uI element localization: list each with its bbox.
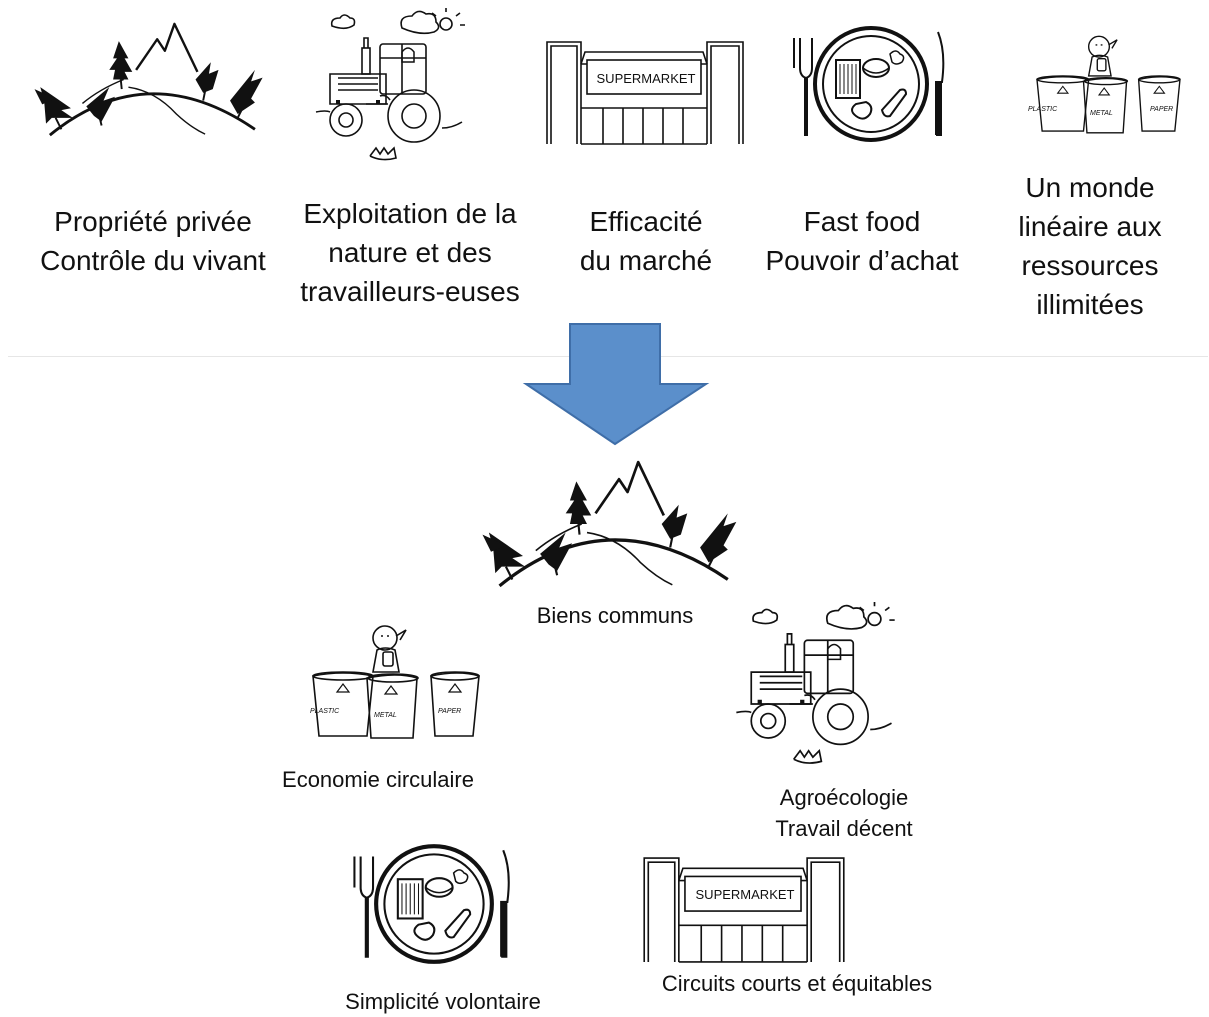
supermarket-sign-text: SUPERMARKET xyxy=(596,71,696,86)
caption-circular-economy: Economie circulaire xyxy=(282,767,474,792)
recycling-bins-icon: PLASTIC METAL PAPER xyxy=(1000,26,1198,138)
bin-label-metal: METAL xyxy=(374,712,397,719)
caption-linear-world: Un monde linéaire aux ressources illimit… xyxy=(990,168,1190,324)
supermarket-sign-text: SUPERMARKET xyxy=(695,887,795,902)
caption-line: Exploitation de la xyxy=(303,198,517,229)
caption-commons: Biens communs xyxy=(536,603,694,628)
caption-private-property: Propriété privée Contrôle du vivant xyxy=(10,202,296,280)
caption-line: Efficacité xyxy=(589,206,703,237)
caption-line: Un monde xyxy=(1025,172,1155,203)
caption-line: Propriété privée xyxy=(54,206,252,237)
caption-fast-food: Fast food Pouvoir d’achat xyxy=(752,202,972,280)
tractor-icon xyxy=(310,8,470,168)
bin-label-metal: METAL xyxy=(1090,110,1113,117)
caption-line: Travail décent xyxy=(775,816,913,841)
caption-line: illimitées xyxy=(1036,289,1144,320)
caption-line: Pouvoir d’achat xyxy=(765,245,959,276)
tractor-icon xyxy=(730,602,900,772)
caption-line: ressources xyxy=(1021,250,1159,281)
caption-line: nature et des xyxy=(328,237,492,268)
bin-label-plastic: PLASTIC xyxy=(1028,106,1058,113)
transition-arrow xyxy=(522,322,710,446)
supermarket-icon: SUPERMARKET xyxy=(642,852,846,964)
recycling-bins-icon: PLASTIC METAL PAPER xyxy=(280,614,490,744)
plate-icon xyxy=(346,842,522,966)
caption-market-efficiency: Efficacité du marché xyxy=(556,202,736,280)
caption-agroecology: Agroécologie Travail décent xyxy=(744,782,944,844)
caption-line: travailleurs-euses xyxy=(300,276,520,307)
landscape-icon xyxy=(28,22,272,137)
caption-line: Contrôle du vivant xyxy=(40,245,266,276)
caption-simplicity: Simplicité volontaire xyxy=(345,989,541,1014)
bin-label-paper: PAPER xyxy=(438,708,462,715)
caption-exploitation: Exploitation de la nature et des travail… xyxy=(282,194,538,311)
bin-label-plastic: PLASTIC xyxy=(310,708,340,715)
caption-line: du marché xyxy=(579,245,713,276)
bin-label-paper: PAPER xyxy=(1150,106,1174,113)
caption-line: Agroécologie xyxy=(779,785,909,810)
caption-line: linéaire aux xyxy=(1018,211,1162,242)
supermarket-icon: SUPERMARKET xyxy=(544,36,746,146)
caption-line: Fast food xyxy=(803,206,921,237)
landscape-icon xyxy=(476,460,746,588)
caption-short-circuits: Circuits courts et équitables xyxy=(661,971,933,996)
plate-icon xyxy=(786,24,956,144)
